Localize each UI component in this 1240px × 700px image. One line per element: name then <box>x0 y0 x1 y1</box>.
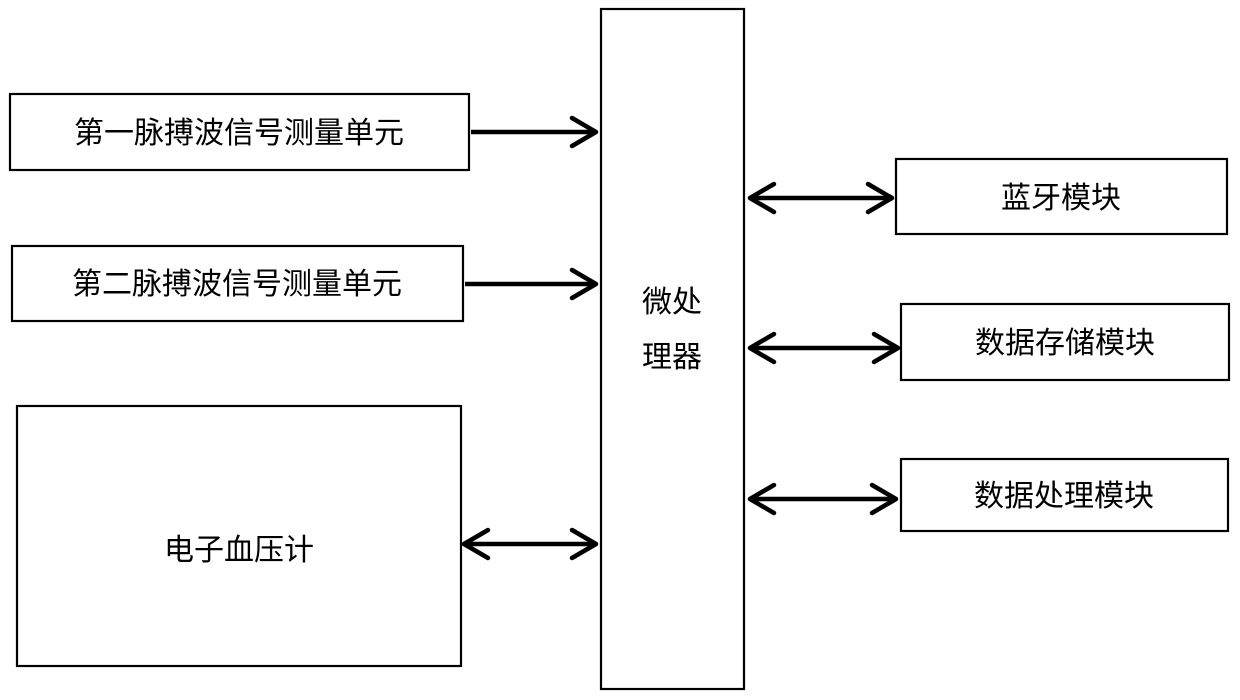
node-storage: 数据存储模块 <box>901 304 1229 380</box>
node-bluetooth: 蓝牙模块 <box>896 159 1227 234</box>
edge-mcu-processing <box>750 485 896 513</box>
edge-mcu-bluetooth <box>750 184 892 212</box>
node-mcu-label-line1: 微处 <box>642 285 702 320</box>
node-bp-meter-label: 电子血压计 <box>164 533 314 568</box>
node-processing: 数据处理模块 <box>901 459 1228 531</box>
edge-bp-meter-mcu <box>464 530 596 558</box>
node-mcu: 微处 理器 <box>601 9 744 689</box>
node-pulse1-label: 第一脉搏波信号测量单元 <box>74 116 404 151</box>
node-processing-label: 数据处理模块 <box>974 479 1154 514</box>
edge-pulse1-to-mcu <box>471 118 596 146</box>
node-bp-meter: 电子血压计 <box>17 406 461 666</box>
node-pulse1: 第一脉搏波信号测量单元 <box>10 94 469 170</box>
node-storage-label: 数据存储模块 <box>975 326 1155 361</box>
node-pulse2: 第二脉搏波信号测量单元 <box>12 246 463 321</box>
node-bluetooth-label: 蓝牙模块 <box>1001 181 1121 216</box>
node-pulse2-label: 第二脉搏波信号测量单元 <box>72 267 402 302</box>
edge-pulse2-to-mcu <box>465 270 596 298</box>
node-mcu-label-line2: 理器 <box>642 340 702 375</box>
edge-mcu-storage <box>750 334 898 362</box>
